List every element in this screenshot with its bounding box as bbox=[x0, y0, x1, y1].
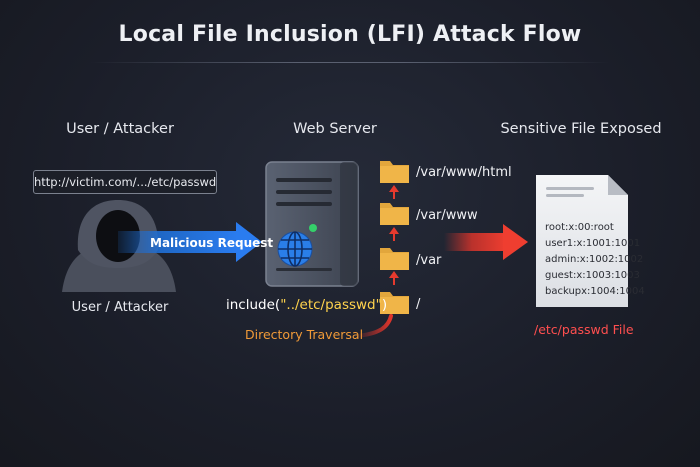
directory-traversal-label: Directory Traversal bbox=[245, 327, 364, 342]
malicious-request-arrow bbox=[118, 222, 262, 262]
globe-icon bbox=[277, 231, 313, 267]
column-header-exposed: Sensitive File Exposed bbox=[500, 121, 662, 137]
include-code: include("../etc/passwd") bbox=[226, 297, 387, 313]
passwd-line: backupx:1004:1004 bbox=[545, 286, 645, 297]
passwd-line: root:x:00:root bbox=[545, 222, 614, 233]
exposure-arrow bbox=[444, 224, 528, 260]
path-label-www: /var/www bbox=[416, 208, 478, 223]
title-divider bbox=[90, 62, 610, 63]
folder-icon-www bbox=[380, 203, 409, 225]
passwd-line: guest:x:1003:1003 bbox=[545, 270, 640, 281]
passwd-file-label: /etc/passwd File bbox=[534, 322, 634, 337]
passwd-line: admin:x:1002:1002 bbox=[545, 254, 644, 265]
malicious-url-box: http://victim.com/.../etc/passwd bbox=[33, 170, 217, 194]
path-label-root: / bbox=[416, 297, 421, 312]
path-label-var: /var bbox=[416, 253, 442, 268]
server-icon bbox=[265, 161, 359, 287]
folder-icon-var bbox=[380, 248, 409, 270]
attacker-label: User / Attacker bbox=[71, 300, 169, 315]
include-suffix: ) bbox=[381, 297, 388, 313]
page-title: Local File Inclusion (LFI) Attack Flow bbox=[118, 22, 582, 47]
malicious-request-label: Malicious Request bbox=[150, 236, 274, 250]
include-argument: "../etc/passwd" bbox=[280, 297, 382, 313]
path-label-html: /var/www/html bbox=[416, 165, 512, 180]
up-arrow-icon bbox=[389, 185, 399, 285]
folder-icon-html bbox=[380, 161, 409, 183]
passwd-document-icon bbox=[536, 175, 628, 307]
include-prefix: include( bbox=[226, 297, 281, 313]
folder-icon-root bbox=[380, 292, 409, 314]
column-header-attacker: User / Attacker bbox=[66, 121, 174, 137]
passwd-line: user1:x:1001:1001 bbox=[545, 238, 641, 249]
traversal-curve-arrow bbox=[354, 314, 393, 338]
column-header-server: Web Server bbox=[293, 121, 377, 137]
